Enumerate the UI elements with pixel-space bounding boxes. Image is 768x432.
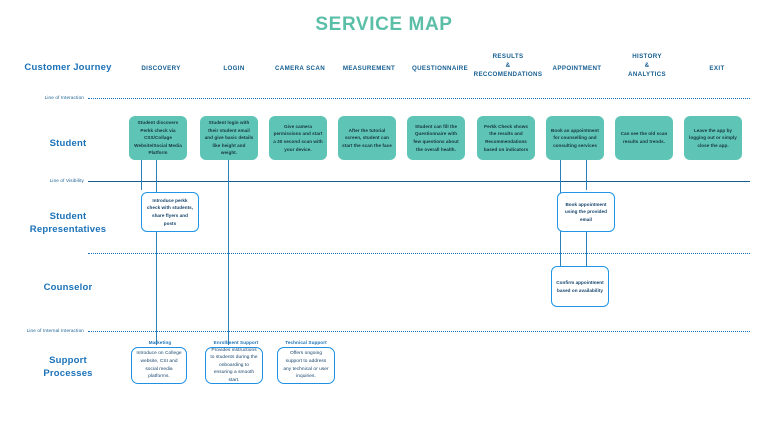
student-card-questionnaire[interactable]: Student can fill the Questionnaire with … [407,116,465,160]
stage-header-exit: EXIT [709,65,725,72]
student-card-login[interactable]: Student login with their student email a… [200,116,258,160]
support-card-enrollment[interactable]: Provides instructions to students during… [205,347,263,384]
rep-card-discovery[interactable]: Introduce perkk check with students, sha… [141,192,199,232]
line-of-internal-interaction-label: Line of Internal Interaction [26,328,84,333]
line-of-interaction-label: Line of Interaction [44,95,84,100]
row-label-counselor: Counselor [43,282,93,293]
connector-discovery-b [156,160,157,345]
stage-header-history-analytics: HISTORY & ANALYTICS [628,53,666,78]
swimlane-header-label: Customer Journey [24,62,112,73]
student-card-results[interactable]: Perkk Check shows the results and Recomm… [477,116,535,160]
student-card-history[interactable]: Can see the old scan results and trends. [615,116,673,160]
line-of-interaction [88,98,750,99]
stage-header-measurement: MEASUREMENT [342,65,396,72]
stage-header-login: LOGIN [223,65,245,72]
row-label-support-processes: Support Processes [43,355,93,379]
student-card-camera-scan[interactable]: Give camera permissions and start a 30 s… [269,116,327,160]
student-card-measurement[interactable]: After the tutorial screen, student can s… [338,116,396,160]
rep-card-appointment[interactable]: Book appointment using the provided emai… [557,192,615,232]
student-card-discovery[interactable]: Student discovers Perkk check via CSS/Co… [129,116,187,160]
stage-header-camera-scan: CAMERA SCAN [274,65,326,72]
stage-header-appointment: APPOINTMENT [552,65,602,72]
connector-appointment-c [586,232,587,278]
connector-login [228,160,229,345]
line-of-visibility-label: Line of Visibility [49,178,84,183]
line-separator-internal [88,253,750,254]
student-card-exit[interactable]: Leave the app by logging out or simply c… [684,116,742,160]
row-label-student: Student [49,138,87,149]
connector-appointment-b [586,160,587,190]
counselor-card-appointment[interactable]: Confirm appointment based on availabilit… [551,266,609,307]
stage-header-questionnaire: QUESTIONNAIRE [411,65,469,72]
stage-header-discovery: DISCOVERY [141,65,181,72]
line-of-visibility [88,181,750,182]
connector-discovery-a [141,160,142,190]
row-label-student-representatives: Student Representatives [29,211,107,235]
support-tag-marketing: Marketing [148,340,172,345]
support-card-technical[interactable]: Offers ongoing support to address any te… [277,347,335,384]
page-title: SERVICE MAP [315,14,453,35]
support-tag-enrollment: Enrollment Support [213,340,259,345]
student-card-appointment[interactable]: Book an appointment for counselling and … [546,116,604,160]
line-of-internal-interaction [88,331,750,332]
stage-header-results-recommendations: RESULTS & RECCOMENDATIONS [473,53,543,78]
support-tag-technical: Technical Support [285,340,327,345]
support-card-marketing[interactable]: Introduce on College website, CSI and so… [131,347,187,384]
